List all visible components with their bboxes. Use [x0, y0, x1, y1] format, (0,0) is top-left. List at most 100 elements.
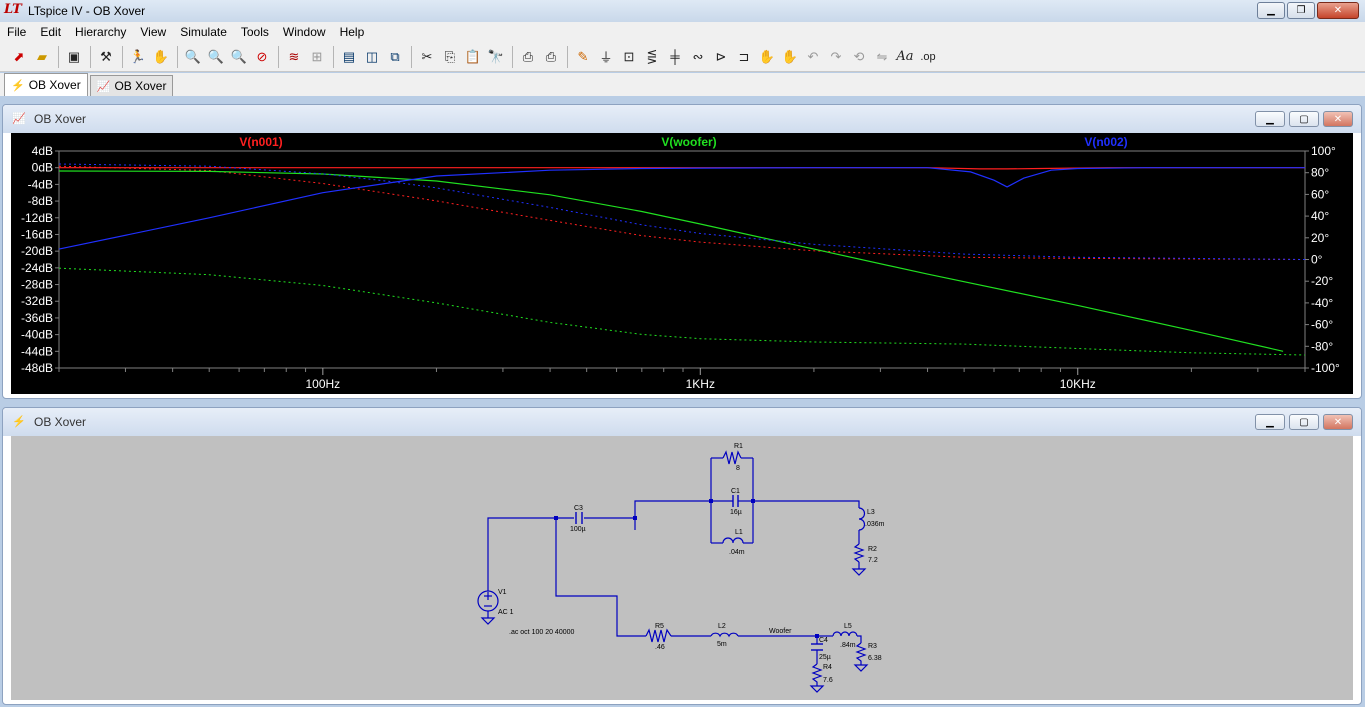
- wire[interactable]: [555, 518, 646, 637]
- component-icon[interactable]: ⊐: [738, 48, 750, 64]
- close-button[interactable]: ✕: [1317, 2, 1359, 19]
- label-icon[interactable]: ⊡: [623, 48, 635, 64]
- waveform-minimize-button[interactable]: ▁: [1255, 111, 1285, 127]
- inductor-l1[interactable]: [722, 537, 744, 544]
- zoom-cancel-icon[interactable]: ⊘: [256, 48, 268, 64]
- minimize-button[interactable]: ▁: [1257, 2, 1285, 19]
- wire-icon[interactable]: ✎: [577, 48, 589, 64]
- wire[interactable]: [857, 635, 862, 643]
- wire[interactable]: [753, 500, 860, 508]
- x-tick-label: 100Hz: [305, 377, 340, 391]
- wire[interactable]: [634, 500, 711, 518]
- ground-icon[interactable]: [853, 664, 869, 672]
- schematic-restore-button[interactable]: ▢: [1289, 414, 1319, 430]
- capacitor-icon[interactable]: ╪: [670, 49, 680, 64]
- waveform-window-titlebar[interactable]: 📈 OB Xover ▁ ▢ ✕: [3, 105, 1361, 133]
- grid-icon[interactable]: ⊞: [311, 48, 323, 64]
- resistor-r3[interactable]: [855, 642, 867, 665]
- resistor-r4[interactable]: [811, 663, 823, 686]
- ground-icon[interactable]: [809, 685, 825, 693]
- ground-icon[interactable]: [480, 617, 496, 625]
- net-label-woofer[interactable]: Woofer: [769, 628, 792, 635]
- cascade-icon[interactable]: ◫: [365, 48, 379, 64]
- cut-icon[interactable]: ✂: [421, 48, 433, 64]
- autorange-icon[interactable]: ≋: [288, 48, 300, 64]
- spice-directive-icon[interactable]: .op: [920, 50, 936, 63]
- inductors: [710, 507, 866, 638]
- menu-tools[interactable]: Tools: [240, 25, 269, 39]
- waveform-close-button[interactable]: ✕: [1323, 111, 1353, 127]
- menu-edit[interactable]: Edit: [40, 25, 62, 39]
- label-r3-ref: R3: [868, 643, 877, 650]
- ground-icon[interactable]: ⏚: [599, 50, 613, 65]
- zoom-out-icon[interactable]: 🔍: [207, 48, 225, 64]
- menu-window[interactable]: Window: [282, 25, 326, 39]
- label-r5-ref: R5: [655, 623, 664, 630]
- y-tick-label-left: -40dB: [21, 328, 53, 342]
- schematic-icon: ⚡: [11, 79, 25, 92]
- new-schematic-icon[interactable]: ⬈: [13, 48, 25, 64]
- tile-horizontal-icon[interactable]: ▤: [342, 48, 356, 64]
- paste-icon[interactable]: 📋: [464, 48, 482, 64]
- copy-icon[interactable]: ⎘: [444, 48, 456, 64]
- menu-hierarchy[interactable]: Hierarchy: [75, 25, 127, 39]
- print-setup-icon[interactable]: ⎙: [522, 48, 534, 64]
- ltspice-logo-icon: LT: [4, 2, 22, 17]
- redo-icon[interactable]: ↷: [830, 48, 842, 64]
- schematic-window-titlebar[interactable]: ⚡ OB Xover ▁ ▢ ✕: [3, 408, 1361, 436]
- wire[interactable]: [487, 517, 556, 591]
- close-windows-icon[interactable]: ⧉: [390, 48, 400, 64]
- menu-help[interactable]: Help: [339, 25, 365, 39]
- drag-icon[interactable]: ✋: [781, 48, 799, 64]
- save-icon[interactable]: ▣: [67, 48, 81, 64]
- toolbar-separator: [58, 45, 59, 68]
- resistor-icon[interactable]: ⋚: [646, 48, 658, 64]
- open-icon[interactable]: ▰: [37, 48, 47, 64]
- schematic-close-button[interactable]: ✕: [1323, 414, 1353, 430]
- resistor-r2[interactable]: [853, 543, 865, 563]
- waveform-icon: 📈: [12, 113, 26, 125]
- diode-icon[interactable]: ⊳: [715, 48, 727, 64]
- mirror-icon[interactable]: ⇋: [876, 48, 888, 64]
- find-icon[interactable]: 🔭: [487, 48, 505, 64]
- menu-view[interactable]: View: [140, 25, 167, 39]
- resistor-r1[interactable]: [722, 450, 742, 465]
- menu-file[interactable]: File: [7, 25, 27, 39]
- spice-directive[interactable]: .ac oct 100 20 40000: [509, 629, 574, 636]
- waveform-restore-button[interactable]: ▢: [1289, 111, 1319, 127]
- inductor-icon[interactable]: ∾: [692, 48, 704, 64]
- schematic-canvas[interactable]: R1 8 C1 16µ L1 .04m C3 100µ L3 .036m R2 …: [11, 436, 1353, 700]
- zoom-in-icon[interactable]: 🔍: [184, 48, 202, 64]
- label-l3-ref: L3: [867, 509, 875, 516]
- tab-schematic[interactable]: ⚡ OB Xover: [4, 73, 88, 96]
- inductor-l3[interactable]: [858, 507, 866, 531]
- resistor-r5[interactable]: [645, 628, 672, 643]
- y-tick-label-left: -36dB: [21, 311, 53, 325]
- text-icon[interactable]: Aa: [896, 49, 914, 64]
- bode-plot[interactable]: 4dB0dB-4dB-8dB-12dB-16dB-20dB-24dB-28dB-…: [11, 133, 1353, 394]
- ground-icon[interactable]: [851, 568, 867, 576]
- halt-icon[interactable]: ✋: [152, 48, 170, 64]
- rotate-icon[interactable]: ⟲: [853, 48, 865, 64]
- zoom-fit-icon[interactable]: 🔍: [230, 48, 248, 64]
- print-icon[interactable]: ⎙: [545, 48, 557, 64]
- inductor-l2[interactable]: [710, 632, 739, 638]
- minimize-icon: ▁: [1266, 416, 1274, 428]
- schematic-drawing[interactable]: R1 8 C1 16µ L1 .04m C3 100µ L3 .036m R2 …: [11, 436, 1353, 700]
- move-icon[interactable]: ✋: [758, 48, 776, 64]
- inductor-l5[interactable]: [832, 631, 858, 637]
- toolbar-separator: [411, 45, 412, 68]
- x-tick-label: 10KHz: [1060, 377, 1096, 391]
- label-v1-value: AC 1: [498, 609, 514, 616]
- voltage-source-v1[interactable]: [477, 590, 499, 612]
- tab-waveform[interactable]: 📈 OB Xover: [89, 75, 174, 96]
- control-panel-icon[interactable]: ⚒: [100, 48, 112, 64]
- restore-button[interactable]: ❐: [1287, 2, 1315, 19]
- y-tick-label-right: 40°: [1311, 209, 1329, 223]
- menu-simulate[interactable]: Simulate: [180, 25, 227, 39]
- schematic-minimize-button[interactable]: ▁: [1255, 414, 1285, 430]
- run-icon[interactable]: 🏃: [129, 48, 147, 64]
- schematic-icon: ⚡: [12, 416, 26, 428]
- undo-icon[interactable]: ↶: [807, 48, 819, 64]
